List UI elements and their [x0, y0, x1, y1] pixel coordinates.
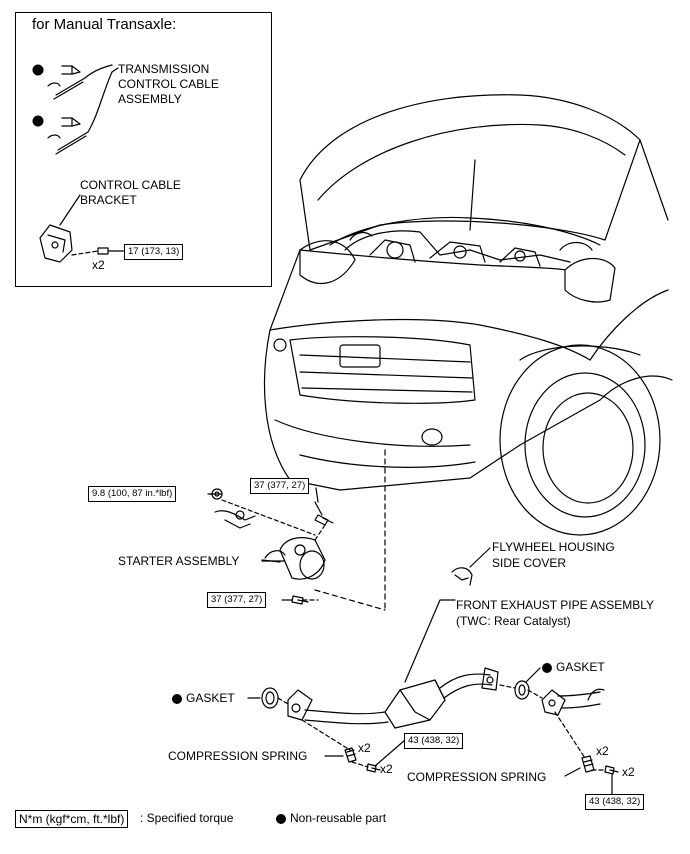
starter-upper-bolt-torque-box: 37 (377, 27) — [250, 478, 310, 494]
flywheel-label-line1: FLYWHEEL HOUSING — [492, 540, 615, 554]
bolt-left-qty: x2 — [380, 762, 393, 776]
exhaust-label-line1: FRONT EXHAUST PIPE ASSEMBLY — [456, 598, 655, 612]
nonreusable-dot — [542, 662, 552, 673]
bolt-left-torque-box: 43 (438, 32) — [404, 733, 464, 749]
inset-parts — [39, 64, 125, 263]
exhaust-parts — [247, 599, 619, 796]
gasket-right-label: GASKET — [542, 660, 605, 675]
exhaust-label-line2: (TWC: Rear Catalyst) — [456, 614, 571, 628]
cable-label-line3: ASSEMBLY — [118, 92, 182, 106]
bolt-right-qty: x2 — [622, 765, 635, 779]
nonreusable-dot-clip-1 — [32, 64, 44, 76]
gasket-right-text: GASKET — [556, 660, 605, 674]
bracket-label-line1: CONTROL CABLE — [80, 178, 181, 192]
legend-nonreusable: Non-reusable part — [276, 811, 386, 826]
flywheel-cover-part — [451, 547, 491, 586]
nonreusable-dot — [276, 813, 286, 824]
starter-assembly-label: STARTER ASSEMBLY — [118, 554, 240, 568]
spring-left-qty: x2 — [358, 741, 371, 755]
bracket-label-line2: BRACKET — [80, 193, 137, 207]
bolt-right-torque-box: 43 (438, 32) — [585, 794, 645, 810]
cable-label-line2: CONTROL CABLE — [118, 77, 219, 91]
nonreusable-dot-clip-2 — [32, 115, 44, 127]
legend-torque-text: : Specified torque — [140, 811, 234, 825]
vehicle-front-illustration — [263, 94, 673, 536]
spring-left-label: COMPRESSION SPRING — [168, 749, 308, 763]
flywheel-label-line2: SIDE COVER — [492, 556, 567, 570]
bracket-torque-box: 17 (173, 13) — [124, 244, 184, 260]
bracket-qty: x2 — [92, 258, 105, 272]
gasket-left-text: GASKET — [186, 691, 235, 705]
nonreusable-dot — [172, 693, 182, 704]
legend-nonreusable-text: Non-reusable part — [290, 811, 387, 825]
spring-right-label: COMPRESSION SPRING — [407, 770, 547, 784]
manual-transaxle-inset — [15, 12, 272, 287]
starter-nut-torque-box: 9.8 (100, 87 in.*lbf) — [88, 486, 177, 502]
gasket-left-label: GASKET — [172, 691, 235, 706]
spring-right-qty: x2 — [596, 744, 609, 758]
starter-parts — [209, 488, 334, 605]
inset-title: for Manual Transaxle: — [32, 16, 177, 33]
legend-torque-unit-box: N*m (kgf*cm, ft.*lbf) — [15, 810, 129, 828]
cable-label-line1: TRANSMISSION — [118, 62, 210, 76]
starter-lower-bolt-torque-box: 37 (377, 27) — [207, 592, 267, 608]
